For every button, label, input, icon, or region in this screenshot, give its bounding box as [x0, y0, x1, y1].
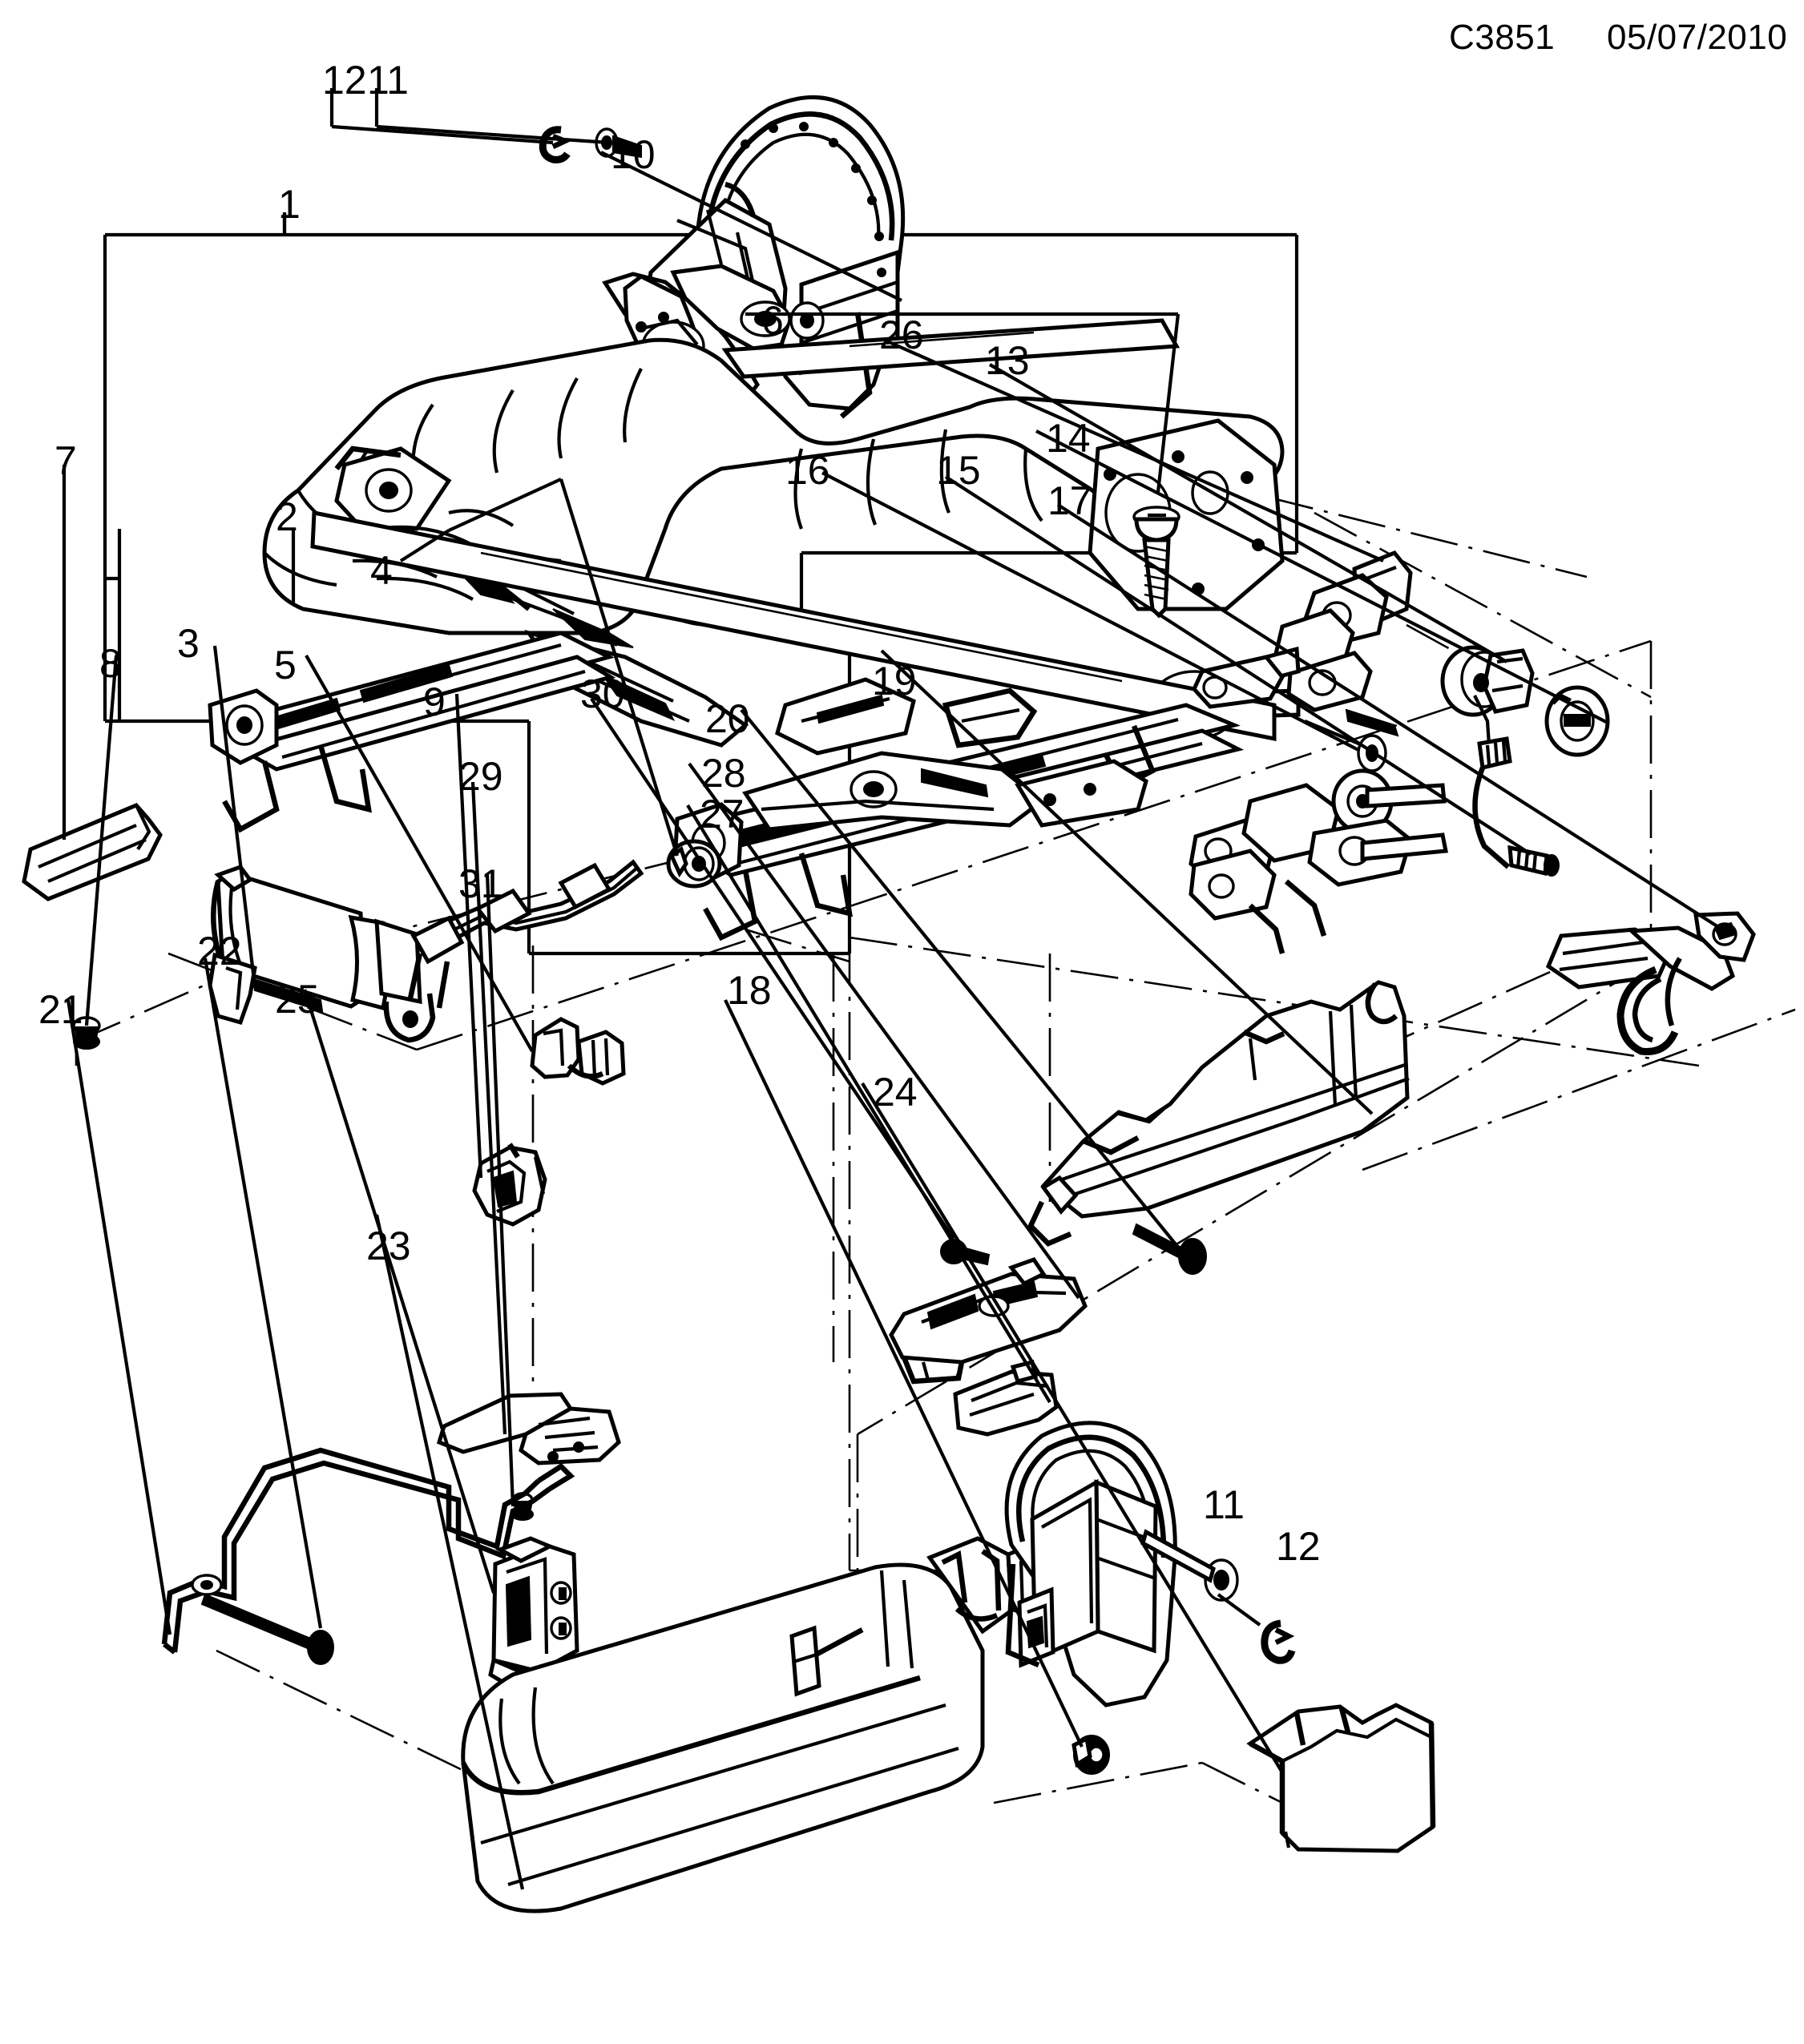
- callout-25: 25: [275, 977, 320, 1022]
- part-26-lever-bracket: [1192, 550, 1413, 737]
- callout-27: 27: [700, 792, 745, 837]
- callout-5: 5: [274, 643, 297, 687]
- callout-11-bottom: 11: [1203, 1482, 1245, 1527]
- part-28-latch-housing: [889, 1256, 1088, 1385]
- sheet-header: C3851 05/07/2010: [0, 8, 1804, 64]
- part-30-screw: [940, 1239, 991, 1266]
- callout-16: 16: [785, 448, 830, 493]
- part-11-bolt-bottom: [1140, 1529, 1261, 1627]
- callout-14: 14: [1046, 416, 1091, 461]
- seat-frame-assembly: [208, 264, 1301, 941]
- callout-1: 1: [278, 182, 301, 227]
- callout-24: 24: [873, 1070, 918, 1115]
- construction-lines: [75, 495, 1796, 1836]
- part-29-trim-cover: [436, 1392, 621, 1465]
- part-17-lever-handle: [1545, 911, 1756, 1055]
- callout-29: 29: [458, 754, 503, 799]
- part-5-clip: [530, 1017, 626, 1086]
- callout-4: 4: [370, 548, 393, 593]
- drawing-date: 05/07/2010: [1607, 18, 1788, 57]
- part-14-nut: [1544, 685, 1610, 757]
- part-4-bushing: [666, 839, 722, 889]
- part-24-end-cap: [1246, 1703, 1436, 1853]
- part-21-rod: [161, 1447, 575, 1655]
- callout-26: 26: [879, 312, 924, 357]
- lower-right-linkage: [1189, 768, 1448, 954]
- part-12-clip-bottom: [1261, 1619, 1296, 1664]
- callout-6: 6: [761, 298, 784, 343]
- callout-2: 2: [276, 494, 298, 539]
- part-18-screw: [1072, 1735, 1110, 1775]
- callout-22: 22: [197, 929, 242, 974]
- drawing-code: C3851: [1449, 18, 1556, 57]
- part-13-actuator: [1440, 645, 1535, 869]
- part-22-screw: [200, 1593, 334, 1665]
- part-12-clip-top: [539, 126, 572, 163]
- callout-21: 21: [38, 987, 83, 1032]
- callout-7: 7: [54, 438, 77, 483]
- callout-20: 20: [705, 696, 750, 741]
- callout-3: 3: [177, 621, 200, 666]
- part-9-retainer: [472, 1143, 547, 1227]
- part-31-screw: [511, 1492, 534, 1521]
- part-19-side-trim-panel: [1027, 980, 1410, 1247]
- part-15-screw: [1507, 845, 1560, 877]
- callout-30: 30: [580, 671, 625, 716]
- callout-11-top: 11: [367, 58, 409, 103]
- assembly-bracket-1: [103, 212, 1299, 956]
- callout-15: 15: [936, 448, 981, 493]
- callout-12-bottom: 12: [1276, 1524, 1321, 1569]
- part-6-screw: [1132, 506, 1180, 619]
- callout-28: 28: [701, 751, 746, 796]
- part-2-drive-rod: [407, 859, 644, 1009]
- callout-8: 8: [99, 641, 122, 686]
- part-20-screw: [1132, 1223, 1207, 1275]
- callout-31: 31: [458, 861, 503, 906]
- callout-10: 10: [611, 132, 656, 177]
- callout-9: 9: [423, 679, 446, 724]
- part-7-trim-strip: [22, 803, 163, 901]
- callout-12-top: 12: [322, 58, 367, 103]
- callout-13: 13: [985, 338, 1030, 383]
- part-16-pin: [1304, 720, 1387, 772]
- part-18-side-shield: [1004, 1421, 1177, 1707]
- callout-17: 17: [1047, 478, 1092, 523]
- callout-18: 18: [727, 968, 772, 1013]
- part-23-cushion-side-panel: [461, 1536, 1070, 1913]
- part-25-connector: [488, 1536, 579, 1695]
- part-10-side-shield: [639, 95, 906, 441]
- part-27-latch: [953, 1359, 1059, 1437]
- callout-19: 19: [872, 659, 917, 704]
- part-3-motor: [208, 865, 436, 1043]
- callout-23: 23: [366, 1224, 411, 1268]
